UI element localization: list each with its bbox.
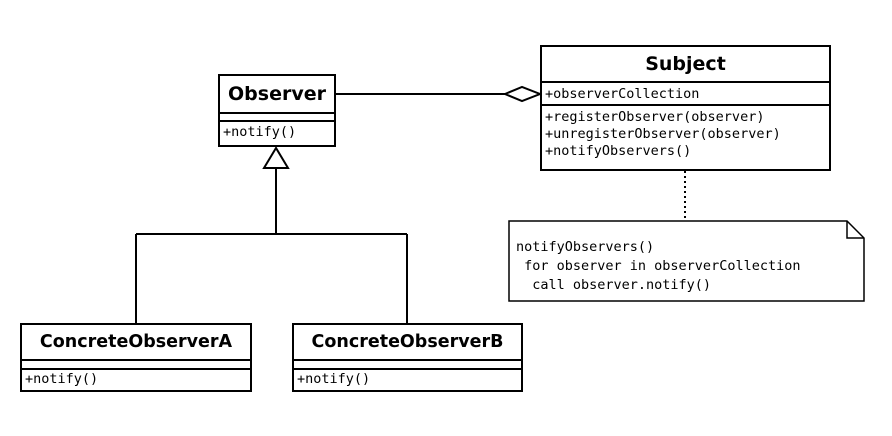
operation: +notify() xyxy=(25,371,99,387)
attributes-section xyxy=(220,114,334,122)
note-text: notifyObservers() for observer in observ… xyxy=(516,238,800,295)
observer-class: Observer +notify() xyxy=(218,74,336,147)
note-line: for observer in observerCollection xyxy=(516,258,801,274)
aggregation-diamond xyxy=(502,85,543,103)
class-name: Subject xyxy=(542,47,829,83)
note-shape xyxy=(508,220,865,302)
attribute: +observerCollection xyxy=(545,86,700,102)
note-line: call observer.notify() xyxy=(516,277,712,293)
operation: +registerObserver(observer) xyxy=(545,109,765,125)
class-name: Observer xyxy=(220,76,334,114)
note-line: notifyObservers() xyxy=(516,239,655,255)
attributes-section: +observerCollection xyxy=(542,83,829,106)
note-fold xyxy=(846,221,864,239)
generalization-arrowhead xyxy=(262,146,290,169)
attributes-section xyxy=(294,361,521,370)
operation: +notifyObservers() xyxy=(545,143,692,159)
class-name: ConcreteObserverA xyxy=(22,325,250,361)
operation: +notify() xyxy=(223,124,297,140)
class-name: ConcreteObserverB xyxy=(294,325,521,361)
operation: +notify() xyxy=(297,371,371,387)
subject-class: Subject +observerCollection +registerObs… xyxy=(540,45,831,171)
attributes-section xyxy=(22,361,250,370)
concrete-observer-a-class: ConcreteObserverA +notify() xyxy=(20,323,252,392)
operations-section: +notify() xyxy=(220,122,334,140)
operations-section: +notify() xyxy=(22,370,250,387)
operations-section: +registerObserver(observer) +unregisterO… xyxy=(542,106,829,160)
concrete-observer-b-class: ConcreteObserverB +notify() xyxy=(292,323,523,392)
operations-section: +notify() xyxy=(294,370,521,387)
operation: +unregisterObserver(observer) xyxy=(545,126,781,142)
